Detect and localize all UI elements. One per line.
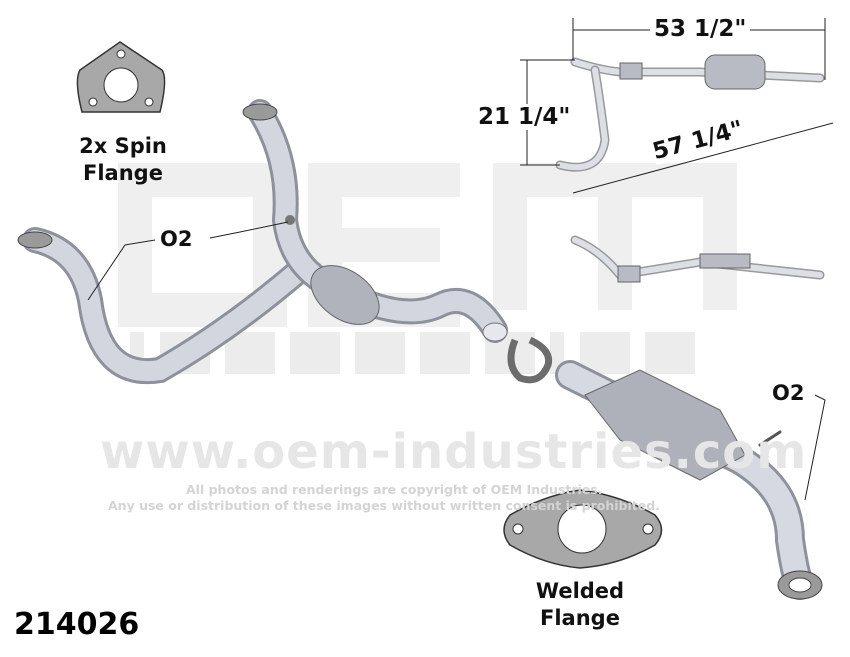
y-pipe-assembly	[17, 99, 508, 385]
dimension-length-top: 53 1/2"	[650, 16, 751, 42]
u-clamp-icon	[507, 336, 553, 384]
part-number: 214026	[14, 607, 140, 642]
copyright-line-2: Any use or distribution of these images …	[108, 498, 660, 513]
converter-assembly	[555, 360, 823, 600]
spin-flange-label: 2x Spin Flange	[79, 134, 167, 185]
welded-flange-gasket-icon	[503, 489, 663, 569]
spin-flange-gasket-icon	[76, 41, 166, 113]
o2-leaders	[87, 221, 826, 501]
welded-flange-label: Welded Flange	[535, 579, 625, 630]
dimension-height: 21 1/4"	[478, 104, 571, 130]
copyright-line-1: All photos and renderings are copyright …	[186, 482, 603, 497]
dimension-view	[555, 54, 825, 283]
o2-sensor-label-right: O2	[772, 381, 805, 405]
o2-sensor-label-left: O2	[160, 227, 193, 251]
watermark-subtitle-logo	[130, 332, 695, 374]
watermark-url: www.oem-industries.com	[100, 424, 808, 480]
watermark-brand-logo	[118, 163, 737, 327]
